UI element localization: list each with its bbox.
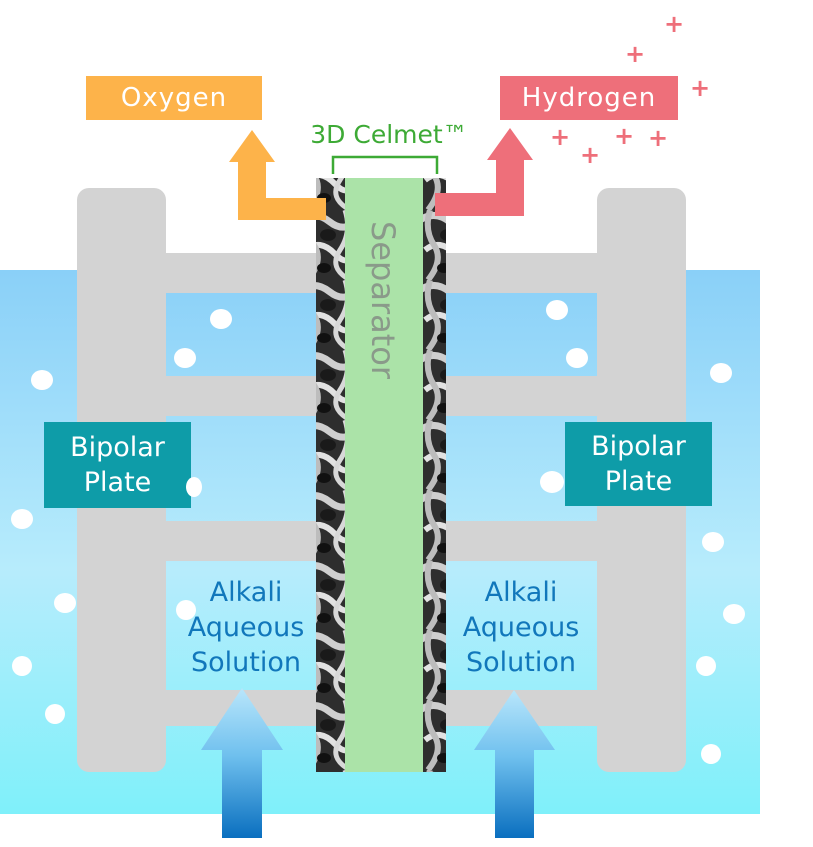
celmet-bracket bbox=[331, 155, 439, 174]
hydrogen-label-box bbox=[500, 76, 678, 120]
alkali-solution-label-right: Alkali Aqueous Solution bbox=[462, 576, 580, 678]
bubble bbox=[723, 604, 745, 624]
bubble bbox=[701, 744, 721, 764]
bubble bbox=[696, 656, 716, 676]
bubble bbox=[566, 348, 588, 368]
bubble bbox=[546, 300, 568, 320]
bubble bbox=[210, 309, 232, 329]
bubbles bbox=[11, 300, 745, 764]
oxygen-output-arrow bbox=[229, 130, 326, 220]
separator bbox=[345, 178, 423, 772]
alkali-inflow-arrow-left bbox=[201, 688, 283, 838]
bipolar-label-box-right bbox=[565, 422, 712, 506]
oxygen-label-box bbox=[86, 76, 262, 120]
plus-symbol: + bbox=[579, 141, 601, 169]
bubble bbox=[174, 348, 196, 368]
bubble bbox=[12, 656, 32, 676]
celmet-foam-right bbox=[422, 178, 446, 772]
bipolar-plate-label-right: Bipolar Plate bbox=[591, 431, 686, 497]
bubble bbox=[540, 471, 564, 493]
hydrogen-label: Hydrogen bbox=[521, 83, 657, 113]
bubble bbox=[710, 363, 732, 383]
plus-symbol: + bbox=[549, 123, 571, 151]
bubble bbox=[702, 532, 724, 552]
plus-symbol: + bbox=[647, 124, 669, 152]
hydrogen-output-arrow bbox=[435, 128, 533, 216]
bubble bbox=[176, 600, 196, 620]
bipolar-plate-label-left: Bipolar Plate bbox=[70, 432, 165, 498]
plus-symbol: + bbox=[663, 10, 685, 38]
plus-symbol: + bbox=[613, 122, 635, 150]
celmet-foam-left bbox=[316, 178, 346, 772]
plus-symbol: + bbox=[689, 74, 711, 102]
bipolar-label-box-left bbox=[44, 422, 191, 508]
celmet-label: 3D Celmet™ bbox=[310, 119, 468, 149]
bubble bbox=[54, 593, 76, 613]
bubble bbox=[11, 509, 33, 529]
separator-label: Separator bbox=[364, 221, 402, 379]
bubble bbox=[186, 477, 202, 497]
oxygen-label: Oxygen bbox=[120, 83, 228, 113]
alkali-solution-label-left: Alkali Aqueous Solution bbox=[187, 576, 305, 678]
bubble bbox=[45, 704, 65, 724]
bubble bbox=[31, 370, 53, 390]
alkali-inflow-arrow-right bbox=[474, 690, 555, 838]
plus-symbol: + bbox=[624, 40, 646, 68]
